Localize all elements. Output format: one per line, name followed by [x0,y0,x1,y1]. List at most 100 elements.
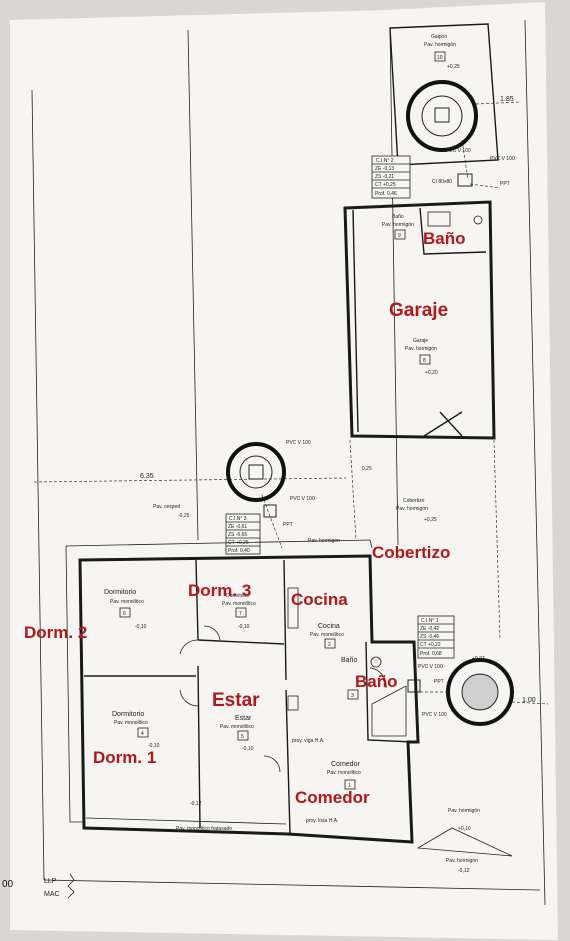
outdoor-horm-bottom-level: -0,12 [458,868,470,874]
estar-floor: Pav. monolítico [220,724,254,730]
cocina-name: Cocina [318,623,340,630]
bano-bottom-number: 3 [351,693,354,699]
dimension-left-mid: 6.35 [140,473,154,480]
partition-estar-comedor [285,689,291,835]
door-arc-estar [263,755,281,773]
ppt-label-right: PPT [434,679,444,685]
cin-mid-row: ZS -0,65 [228,532,247,538]
pvc-label-top2: PVC V 100 [490,156,515,162]
cocina-number: 2 [328,642,331,648]
outdoor-horm-corner-level: +0,27 [472,656,485,662]
bano-bottom-number-box [347,689,359,700]
pipe-mid [261,494,283,549]
dimension-left-edge: 00 [2,879,14,890]
bano-top-partition [419,207,487,255]
garaje-door-leaf-right [439,411,463,437]
partition-dorm3-cocina [283,559,287,681]
door-arc-dorm1 [179,689,199,707]
cin-top-row: ZE -0,13 [375,166,394,172]
cobertizo-floor: Pav. hormigón [396,506,428,512]
garaje-number: 8 [423,358,426,364]
cin-right-row: ZS -0,46 [420,634,439,640]
septic-tank-top-inner [421,95,463,137]
cin-table-mid: C.I.N° 3 ZE -0,61 ZS -0,65 CT +0,25 Prof… [225,513,261,555]
outdoor-cesped-level: -0,25 [178,513,190,519]
cin-mid-row: CT +0,25 [228,540,249,546]
comedor-name: Comedor [331,761,360,768]
garaje-inner-wall [352,209,359,433]
dimension-right-bottom: 1.00 [522,697,536,704]
cin-table-right: C.I.N° 1 ZE -0,42 ZS -0,46 CT +0,22 Prof… [417,615,455,659]
cobertizo-level: +0,25 [424,517,437,523]
house-slab-left [65,545,84,823]
garaje-name: Garaje [413,338,428,344]
door-arc-dorm2 [179,639,199,655]
pipe-top-horizontal [469,183,501,189]
pvc-label-mid2: PVC V 100 [290,496,315,502]
septic-tank-top [406,80,478,152]
bano-bottom-name: Baño [341,657,357,664]
garaje-floor: Pav. hormigón [405,346,437,352]
legend-symbol [67,873,75,899]
cin-top-title: C.I.N° 2 [376,158,394,164]
dormitorio-4-name: Dormitorio [112,711,144,718]
partition-dorm1-estar [197,665,201,829]
overlay-label-cobertizo: Cobertizo [372,543,450,562]
fireplace [287,695,299,711]
septic-tank-top-lid [434,107,450,123]
pvc-label-right1: PVC V 100 [418,664,443,670]
property-line-left [31,89,45,881]
inspection-box-right [407,679,421,693]
galpon-floor: Pav. hormigón [424,42,456,48]
legend-mac: MAC [44,891,60,898]
cobertizo-name: Cobertizo [403,498,425,504]
estar-name: Estar [235,715,252,722]
cocina-floor: Pav. monolítico [310,632,344,638]
property-line-annex-left [389,27,399,546]
dormitorio-7-name: Dormitorio [226,593,249,599]
dormitorio-6-floor: Pav. monolítico [110,599,144,605]
galpon-level: +0,25 [447,64,460,70]
cin-right-row: Prof. 0,68 [420,651,442,657]
cobertizo-mark: 0,25 [362,466,372,472]
overlay-label-bano-bottom: Baño [355,672,398,691]
estar-level: -0,10 [242,746,254,752]
bano-top-number: 9 [398,233,401,239]
kitchen-counter [287,587,299,629]
overlay-label-dorm3: Dorm. 3 [188,581,251,600]
dormitorio-4-floor: Pav. monolítico [114,720,148,726]
galpon-outline [389,23,499,166]
dormitorio-4-level: -0,10 [148,743,160,749]
bano-bottom-toilet [370,656,382,668]
cin-right-title: C.I.N° 1 [421,618,439,624]
cin-right-row: ZE -0,42 [420,626,439,632]
overlay-label-comedor: Comedor [295,788,370,807]
outdoor-viga: proy. viga H.A. [292,738,324,744]
overlay-label-dorm1: Dorm. 1 [93,748,156,767]
dormitorio-7-level: -0,10 [238,624,250,630]
outdoor-losa: proy. losa H.A. [306,818,338,824]
dormitorio-7-floor: Pav. monolítico [222,601,256,607]
ci-label: CI 80x80 [432,179,452,185]
overlay-label-bano-top: Baño [423,229,466,248]
dormitorio-7-number-box [235,607,247,618]
bano-top-name: Baño [392,214,404,220]
outdoor-front-strip: Pav. monolítico fratasado [176,826,232,832]
overlay-label-estar: Estar [212,690,260,711]
cin-top-row: Prof. 0,46 [375,191,397,197]
cobertizo-left-edge [349,439,357,541]
ppt-label-top: PPT [500,181,510,187]
house-slab-top [65,539,373,549]
door-arc-dorm3 [203,625,221,641]
bano-top-fixture [427,211,451,227]
comedor-number-box [344,779,356,790]
partition-dorm2-dorm3 [195,559,199,641]
galpon-number-box [434,51,446,62]
cin-right-row: CT +0,22 [420,642,441,648]
dormitorio-4-number-box [137,727,149,738]
comedor-floor: Pav. monolítico [327,770,361,776]
cin-top-row: ZS -0,21 [375,174,394,180]
ppt-label-mid: PPT [283,522,293,528]
garaje-door-leaf-left [423,411,463,437]
